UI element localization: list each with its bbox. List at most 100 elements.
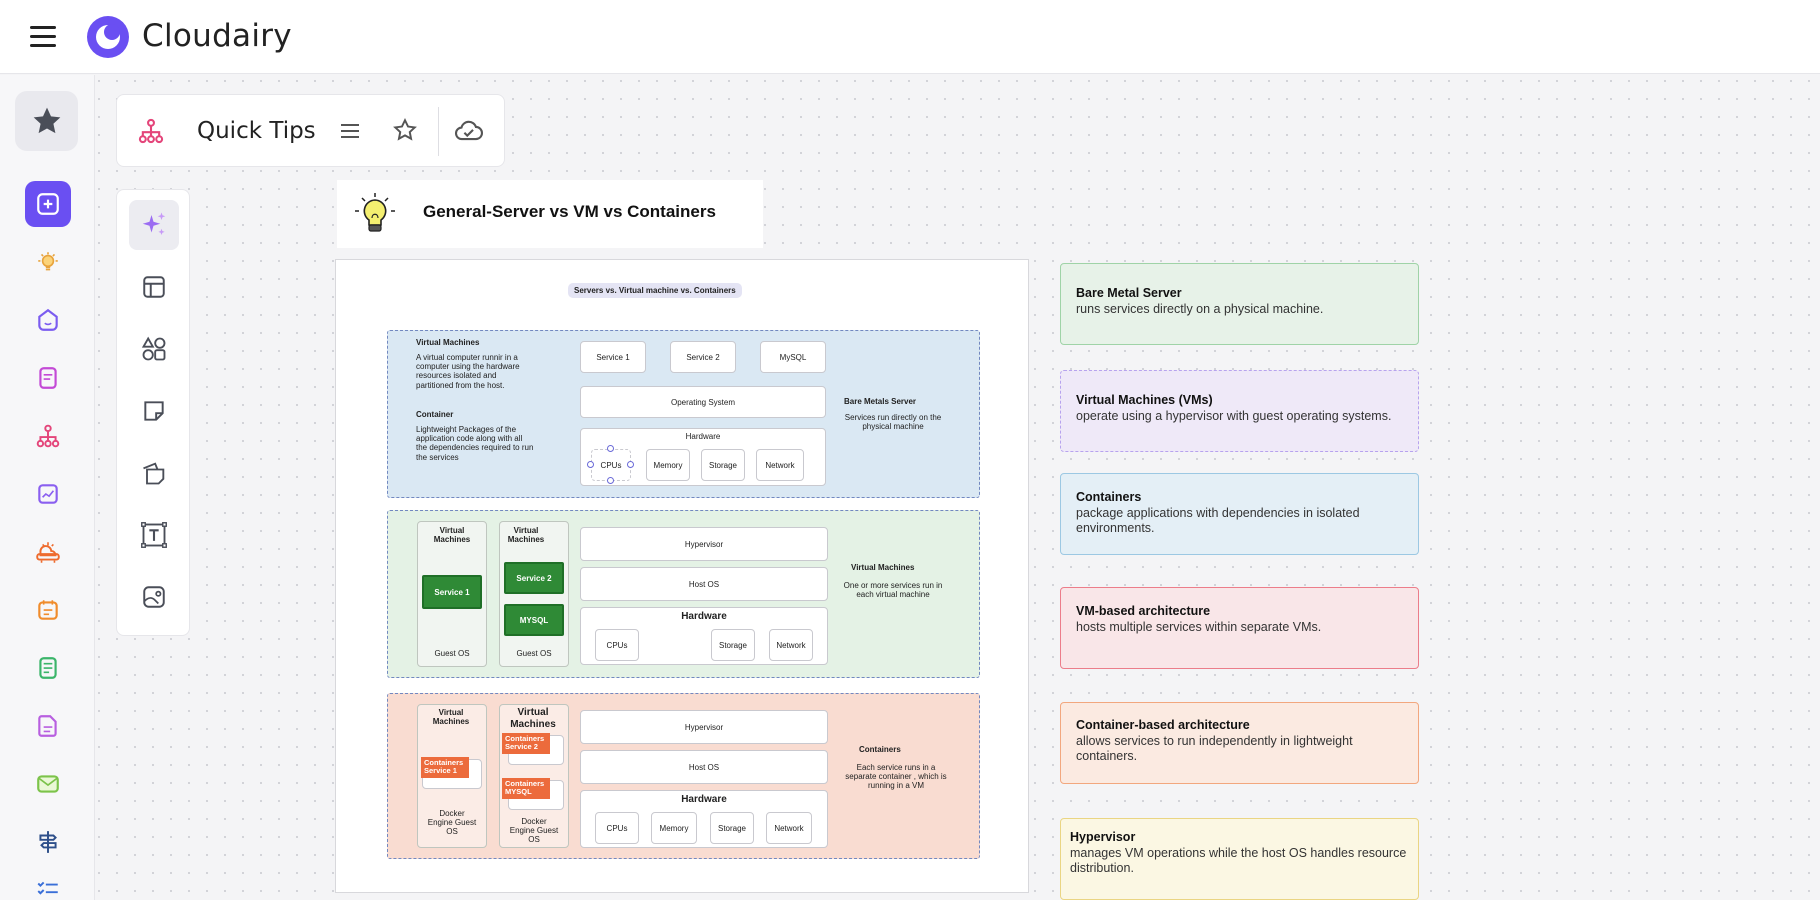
cloud-check-icon[interactable] <box>454 117 484 145</box>
vm-column-1[interactable]: Virtual Machines Service 1 Guest OS <box>417 521 487 667</box>
cpus-box[interactable]: CPUs <box>595 629 639 661</box>
mysql-box[interactable]: MySQL <box>760 341 826 373</box>
resize-handle[interactable] <box>607 477 614 484</box>
storage-box[interactable]: Storage <box>710 812 754 844</box>
bare-metal-description: Services run directly on the physical ma… <box>844 413 942 432</box>
storage-box[interactable]: Storage <box>711 629 755 661</box>
note-container-architecture[interactable]: Container-based architecture allows serv… <box>1060 702 1419 784</box>
diagram-title: General-Server vs VM vs Containers <box>423 202 716 221</box>
hierarchy-icon <box>138 118 164 144</box>
hardware-label: Hardware <box>685 432 721 441</box>
hardware-label: Hardware <box>681 794 727 805</box>
shapes-tool[interactable] <box>129 324 179 374</box>
rail-hierarchy[interactable] <box>25 413 71 459</box>
quick-tips-card: Quick Tips <box>116 94 505 167</box>
rail-home[interactable] <box>25 297 71 343</box>
docker-engine-label: Docker Engine Guest OS <box>427 809 477 837</box>
new-board-button[interactable] <box>25 181 71 227</box>
container-mysql[interactable]: Containers MYSQL <box>502 778 550 799</box>
cpus-box[interactable]: CPUs <box>595 812 639 844</box>
vm-column-2[interactable]: Virtual Machines Service 2 MYSQL Guest O… <box>499 521 569 667</box>
guest-os-label: Guest OS <box>434 649 470 658</box>
container-service-2[interactable]: Containers Service 2 <box>502 733 550 754</box>
cloud-server-icon <box>36 542 60 563</box>
note-bare-metal[interactable]: Bare Metal Server runs services directly… <box>1060 263 1419 345</box>
note-containers[interactable]: Containers package applications with dep… <box>1060 473 1419 555</box>
vm-column-2[interactable]: Virtual Machines Containers Service 2 Co… <box>499 704 569 848</box>
image-tool[interactable] <box>129 572 179 622</box>
note-virtual-machines[interactable]: Virtual Machines (VMs) operate using a h… <box>1060 370 1419 452</box>
vm-column-title: Virtual Machines <box>507 526 545 545</box>
ai-tool[interactable] <box>129 200 179 250</box>
rail-signpost[interactable] <box>25 819 71 865</box>
note-title: Hypervisor <box>1070 830 1136 844</box>
host-os-box[interactable]: Host OS <box>580 750 828 784</box>
vm-side-label: Virtual Machines <box>851 563 915 572</box>
network-box[interactable]: Network <box>769 629 813 661</box>
vm-column-1[interactable]: Virtual Machines Containers Service 1 Do… <box>417 704 487 848</box>
vm-zone[interactable]: Virtual Machines Service 1 Guest OS Virt… <box>387 510 980 678</box>
rail-chart[interactable] <box>25 471 71 517</box>
service-1-block[interactable]: Service 1 <box>422 575 482 609</box>
operating-system-box[interactable]: Operating System <box>580 386 826 418</box>
rail-list[interactable] <box>25 875 71 900</box>
star-icon <box>33 107 60 134</box>
sticky-note-tool[interactable] <box>129 386 179 436</box>
bare-metal-zone[interactable]: Virtual Machines A virtual computer runn… <box>387 330 980 498</box>
list-icon[interactable] <box>338 119 362 143</box>
cloudairy-logo <box>87 16 129 58</box>
service-2-box[interactable]: Service 2 <box>670 341 736 373</box>
container-zone[interactable]: Virtual Machines Containers Service 1 Do… <box>387 693 980 859</box>
sparkle-icon <box>142 212 166 235</box>
container-service-1[interactable]: Containers Service 1 <box>421 757 469 778</box>
rail-ideas[interactable] <box>25 239 71 285</box>
star-outline-icon[interactable] <box>392 117 418 143</box>
calendar-icon <box>38 600 58 620</box>
rail-mail[interactable] <box>25 761 71 807</box>
checklist-icon <box>37 881 58 895</box>
service-2-block[interactable]: Service 2 <box>504 562 564 594</box>
memory-box[interactable]: Memory <box>651 812 697 844</box>
note-vm-architecture[interactable]: VM-based architecture hosts multiple ser… <box>1060 587 1419 669</box>
diagram-canvas[interactable]: Servers vs. Virtual machine vs. Containe… <box>335 259 1029 893</box>
note-text: runs services directly on a physical mac… <box>1076 301 1324 316</box>
hypervisor-box[interactable]: Hypervisor <box>580 710 828 744</box>
resize-handle[interactable] <box>627 461 634 468</box>
docker-engine-label: Docker Engine Guest OS <box>509 817 559 845</box>
left-rail <box>0 75 95 900</box>
rail-file[interactable] <box>25 703 71 749</box>
rail-doc[interactable] <box>25 645 71 691</box>
text-icon <box>141 522 167 548</box>
page-title: Quick Tips <box>197 118 316 144</box>
image-icon <box>143 586 165 608</box>
resize-handle[interactable] <box>587 461 594 468</box>
plus-square-icon <box>37 193 59 215</box>
resize-handle[interactable] <box>607 445 614 452</box>
favorites-button[interactable] <box>15 91 78 151</box>
network-box[interactable]: Network <box>766 812 812 844</box>
note-title: VM-based architecture <box>1076 604 1211 618</box>
template-tool[interactable] <box>129 262 179 312</box>
hypervisor-box[interactable]: Hypervisor <box>580 527 828 561</box>
text-tool[interactable] <box>129 510 179 560</box>
lightbulb-icon <box>38 252 58 271</box>
rail-cloud[interactable] <box>25 529 71 575</box>
multi-note-tool[interactable] <box>129 448 179 498</box>
memory-box[interactable]: Memory <box>646 449 690 481</box>
menu-icon[interactable] <box>30 26 56 48</box>
rail-calendar[interactable] <box>25 587 71 633</box>
note-hypervisor[interactable]: Hypervisor manages VM operations while t… <box>1060 818 1419 900</box>
note-title: Bare Metal Server <box>1076 286 1182 300</box>
storage-box[interactable]: Storage <box>701 449 745 481</box>
note-title: Virtual Machines (VMs) <box>1076 393 1213 407</box>
note-text: hosts multiple services within separate … <box>1076 619 1322 634</box>
mysql-block[interactable]: MYSQL <box>504 604 564 636</box>
rail-notes[interactable] <box>25 355 71 401</box>
host-os-box[interactable]: Host OS <box>580 567 828 601</box>
note-text: allows services to run independently in … <box>1076 733 1353 764</box>
vm-heading: Virtual Machines <box>416 338 480 347</box>
vm-column-title: Virtual Machines <box>432 708 470 727</box>
note-text: operate using a hypervisor with guest op… <box>1076 408 1392 423</box>
service-1-box[interactable]: Service 1 <box>580 341 646 373</box>
network-box[interactable]: Network <box>756 449 804 481</box>
